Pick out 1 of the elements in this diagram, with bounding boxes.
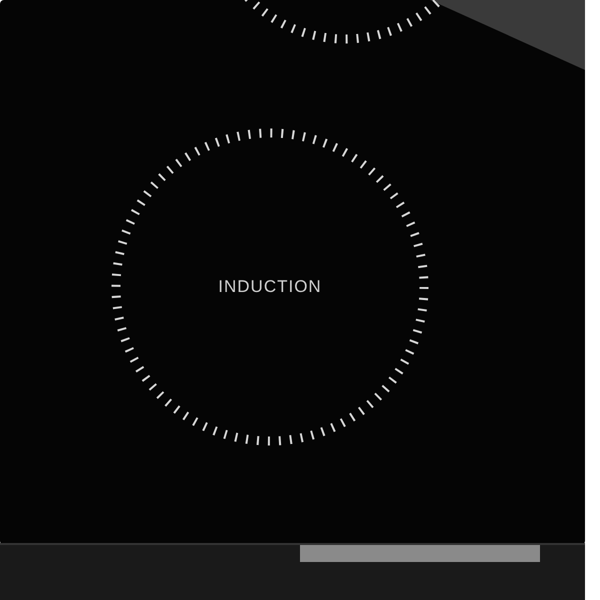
zone-label: INDUCTION [218, 276, 322, 298]
